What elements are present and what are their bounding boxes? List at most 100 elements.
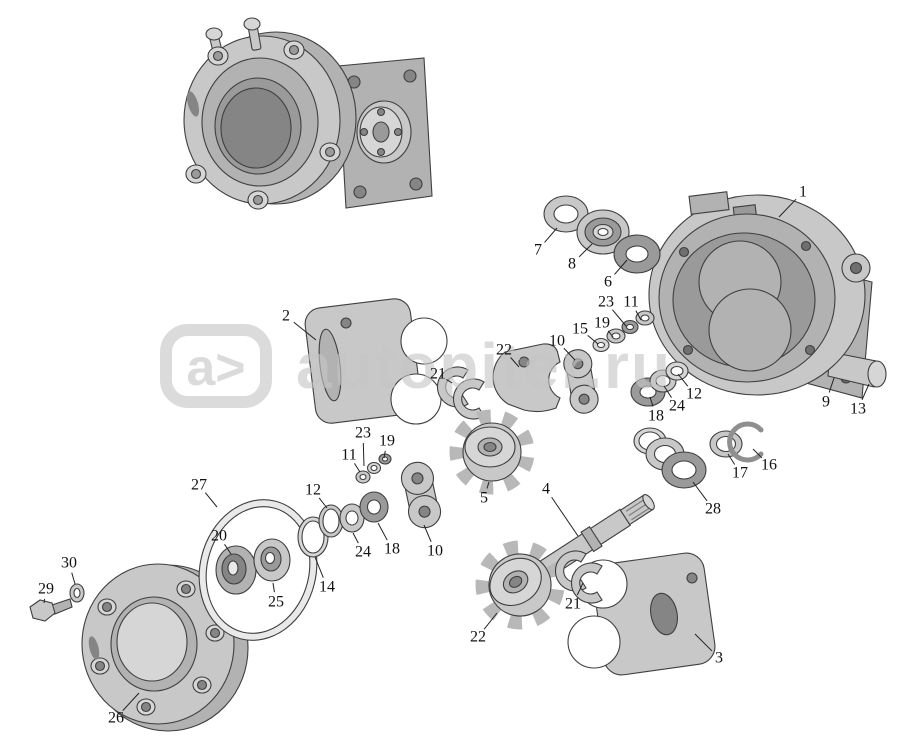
leader-line — [551, 496, 579, 537]
part-number-label: 20 — [211, 528, 227, 545]
thrust-plate-10-lower — [400, 461, 442, 529]
leader-line — [544, 227, 558, 243]
assembled-pump — [183, 17, 433, 210]
leader-line — [272, 582, 275, 593]
leader-line — [318, 497, 328, 509]
part-number-label: 25 — [268, 594, 284, 611]
leader-line — [383, 450, 386, 459]
leader-line — [828, 377, 835, 393]
leader-line — [694, 633, 713, 652]
washer-30 — [69, 583, 85, 603]
leader-line — [612, 309, 627, 327]
part-number-label: 18 — [384, 541, 400, 558]
leader-line — [423, 524, 432, 542]
thrust-plate-10-upper — [563, 349, 599, 414]
part-number-label: 24 — [355, 544, 371, 561]
watermark: a> autopiter.ru — [160, 324, 672, 408]
leader-line — [649, 396, 654, 407]
part-number-label: 18 — [648, 408, 664, 425]
leader-line — [486, 481, 490, 489]
part-number-label: 16 — [761, 457, 777, 474]
leader-line — [778, 198, 797, 218]
bolt-29 — [29, 598, 73, 622]
stamp-mark — [187, 91, 199, 117]
leader-line — [587, 335, 599, 345]
seal-ring-7 — [543, 195, 589, 233]
part-number-label: 23 — [598, 294, 614, 311]
part-number-label: 27 — [191, 477, 207, 494]
cover-bolts — [185, 40, 341, 210]
half-bushings-21-lower — [554, 550, 603, 604]
part-number-label: 21 — [565, 596, 581, 613]
part-number-label: 10 — [427, 543, 443, 560]
leader-line — [352, 532, 359, 544]
leader-line — [377, 522, 388, 541]
leader-line — [354, 463, 361, 473]
leader-line — [510, 357, 520, 368]
part-number-label: 1 — [799, 184, 807, 201]
part-number-label: 22 — [470, 629, 486, 646]
watermark-logo-symbol: a> — [186, 339, 245, 397]
part-number-label: 21 — [430, 366, 446, 383]
pump-housing-1 — [648, 191, 887, 399]
part-number-label: 12 — [305, 482, 321, 499]
bushing-22-upper — [492, 343, 561, 413]
leader-line — [71, 572, 76, 585]
part-number-label: 6 — [604, 274, 612, 291]
gear-5 — [449, 409, 535, 495]
part-number-label: 19 — [379, 433, 395, 450]
leader-line — [122, 692, 140, 711]
part-number-label: 28 — [705, 501, 721, 518]
seal-set-right — [630, 361, 689, 407]
part-number-label: 8 — [568, 256, 576, 273]
seal-rings-28 — [633, 427, 707, 489]
part-number-label: 10 — [549, 333, 565, 350]
part-number-label: 26 — [108, 710, 124, 727]
leader-line — [607, 330, 614, 338]
gear-22-on-shaft — [475, 540, 565, 630]
drive-shaft-4 — [475, 494, 655, 630]
part-number-label: 14 — [319, 579, 335, 596]
part-number-label: 11 — [341, 447, 356, 464]
part-number-label: 17 — [732, 465, 748, 482]
leader-line — [614, 259, 628, 275]
leader-line — [692, 481, 708, 502]
part-number-label: 7 — [534, 242, 542, 259]
leader-line — [677, 373, 689, 387]
part-number-label: 15 — [572, 321, 588, 338]
leader-line — [635, 310, 642, 321]
part-number-label: 9 — [822, 394, 830, 411]
part-number-label: 4 — [542, 481, 550, 498]
ring-12-lower — [318, 504, 344, 538]
leader-line — [204, 492, 218, 508]
seal-18-lower — [359, 491, 389, 523]
leader-line — [293, 321, 317, 341]
washer-6 — [613, 234, 661, 274]
leader-line — [576, 582, 584, 596]
watermark-text: autopiter.ru — [296, 330, 672, 402]
small-washers-row-upper — [592, 310, 655, 353]
part-number-label: 12 — [686, 386, 702, 403]
small-washers-lower — [355, 453, 392, 484]
part-number-label: 30 — [61, 555, 77, 572]
leader-line — [362, 442, 365, 467]
part-number-label: 5 — [480, 490, 488, 507]
leader-line — [314, 556, 324, 578]
cover-bolt-holes — [90, 580, 225, 716]
washer-20 — [215, 545, 257, 595]
watermark-logo-frame — [160, 324, 272, 408]
part-number-label: 13 — [850, 401, 866, 418]
part-number-label: 22 — [496, 342, 512, 359]
ring-17 — [709, 430, 743, 458]
part-number-label: 3 — [715, 650, 723, 667]
leader-line — [224, 544, 232, 555]
part-number-label: 11 — [623, 294, 638, 311]
part-number-label: 2 — [282, 308, 290, 325]
stamp-mark — [88, 636, 100, 660]
part-number-label: 24 — [669, 398, 685, 415]
part-number-label: 23 — [355, 425, 371, 442]
leader-line — [563, 347, 576, 361]
part-number-label: 19 — [594, 315, 610, 332]
